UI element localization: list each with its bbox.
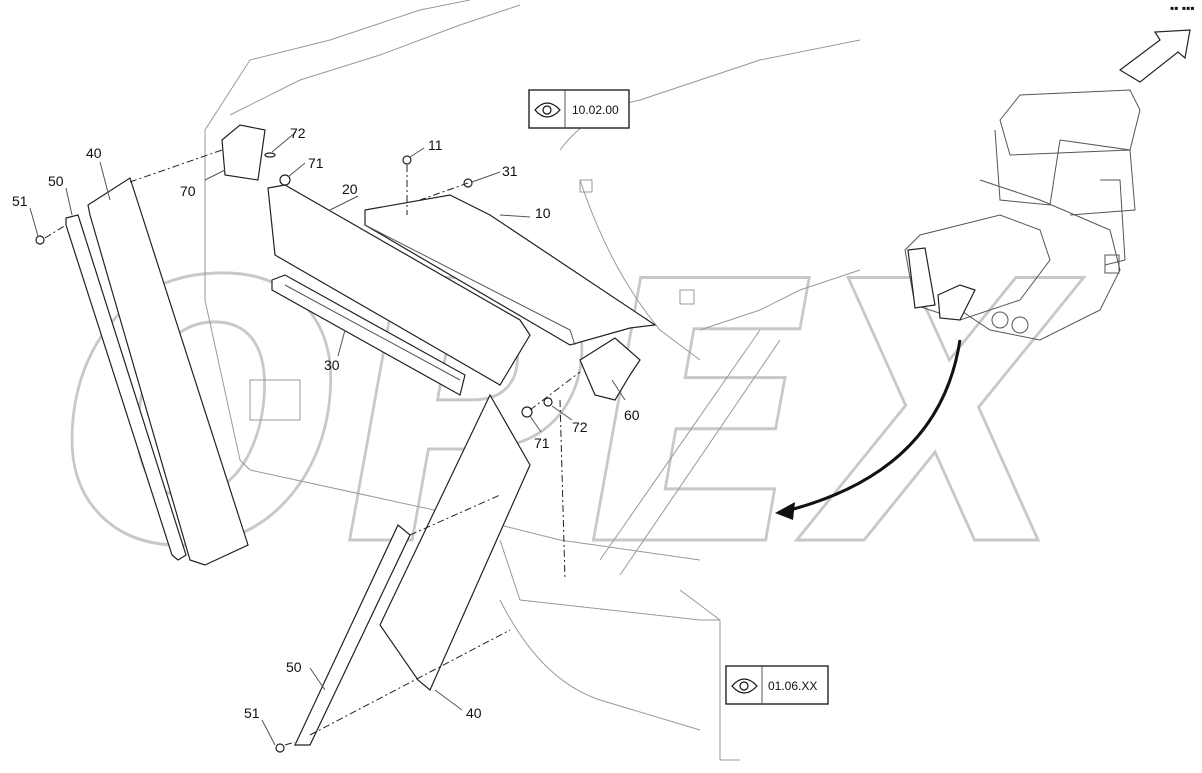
leader-lines: [29, 131, 626, 746]
part-label-10: 10: [535, 205, 551, 221]
part-label-70: 70: [180, 183, 196, 199]
part-label-51-bottom: 51: [244, 705, 260, 721]
watermark: OPEX: [60, 206, 1084, 625]
eye-icon: [731, 678, 758, 694]
bolt-71-top-icon: [279, 174, 291, 186]
part-label-40-left: 40: [86, 145, 102, 161]
part-label-31: 31: [502, 163, 518, 179]
bolt-11-icon: [402, 155, 412, 165]
reference-box-01-06-xx[interactable]: 01.06.XX: [725, 665, 829, 705]
view-direction-arrow: [1118, 29, 1191, 83]
bolt-51-bottom-icon: [275, 743, 285, 753]
part-label-71-mid: 71: [534, 435, 550, 451]
part-labels: 11 31 10 20 30 40 40 50 50 51 51 60 70 7…: [12, 125, 640, 721]
part-60-shape: [579, 337, 641, 401]
part-label-71-top: 71: [308, 155, 324, 171]
part-30-shape: [271, 274, 466, 396]
part-label-72-top: 72: [290, 125, 306, 141]
reference-label: 10.02.00: [572, 103, 619, 117]
part-label-11: 11: [428, 137, 443, 153]
bolt-51-left-icon: [35, 235, 45, 245]
part-70-shape: [221, 124, 266, 181]
part-10-shape: [364, 194, 657, 346]
part-label-30: 30: [324, 357, 340, 373]
curved-pointer-arrow: [789, 339, 962, 512]
part-label-51-left: 51: [12, 193, 28, 209]
alignment-lines: [44, 149, 581, 746]
part-label-40-bottom: 40: [466, 705, 482, 721]
paver-overview-illustration: [904, 89, 1141, 341]
corner-mark: ▪▪ ▪▪▪: [1170, 1, 1195, 15]
part-40-left-shape: [87, 177, 249, 566]
part-40-bottom-shape: [379, 393, 531, 691]
curved-pointer-arrowhead: [775, 502, 795, 520]
part-50-left-shape: [65, 214, 187, 561]
bolt-71-mid-icon: [521, 406, 533, 418]
part-label-72-mid: 72: [572, 419, 588, 435]
reference-label: 01.06.XX: [768, 679, 817, 693]
reference-box-10-02-00[interactable]: 10.02.00: [528, 89, 630, 129]
part-label-20: 20: [342, 181, 358, 197]
part-label-60: 60: [624, 407, 640, 423]
washer-72-mid-icon: [543, 397, 553, 407]
part-label-50-bottom: 50: [286, 659, 302, 675]
part-label-50-left: 50: [48, 173, 64, 189]
washer-72-top-icon: [264, 152, 276, 158]
eye-icon: [534, 102, 561, 118]
